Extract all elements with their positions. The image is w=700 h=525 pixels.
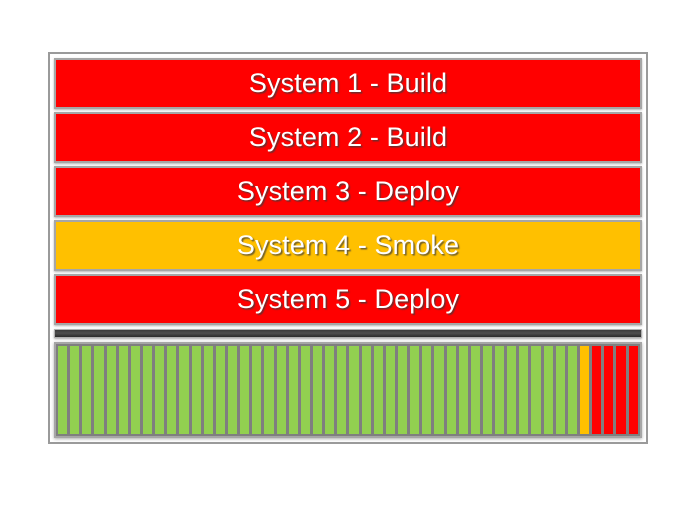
history-tick[interactable] (337, 346, 347, 434)
system-status-row[interactable]: System 3 - Deploy (54, 166, 642, 217)
history-tick[interactable] (264, 346, 274, 434)
history-tick[interactable] (361, 346, 371, 434)
history-tick[interactable] (179, 346, 189, 434)
history-tick[interactable] (410, 346, 420, 434)
history-tick[interactable] (191, 346, 201, 434)
history-tick[interactable] (470, 346, 480, 434)
history-tick[interactable] (373, 346, 383, 434)
system-status-label: System 5 - Deploy (236, 284, 460, 314)
history-tick[interactable] (325, 346, 335, 434)
history-tick[interactable] (106, 346, 116, 434)
history-tick[interactable] (604, 346, 614, 434)
system-status-label: System 2 - Build (248, 122, 448, 152)
history-tick[interactable] (300, 346, 310, 434)
history-tick[interactable] (167, 346, 177, 434)
system-status-label: System 1 - Build (248, 68, 448, 98)
history-tick[interactable] (555, 346, 565, 434)
history-tick[interactable] (616, 346, 626, 434)
system-status-row[interactable]: System 4 - Smoke (54, 220, 642, 271)
history-tick[interactable] (240, 346, 250, 434)
history-tick[interactable] (507, 346, 517, 434)
history-tick[interactable] (58, 346, 68, 434)
history-tick[interactable] (118, 346, 128, 434)
history-tick[interactable] (70, 346, 80, 434)
system-status-row[interactable]: System 5 - Deploy (54, 274, 642, 325)
history-tick[interactable] (312, 346, 323, 434)
history-tick[interactable] (252, 346, 262, 434)
history-tick[interactable] (227, 346, 238, 434)
history-tick[interactable] (349, 346, 359, 434)
history-tick[interactable] (385, 346, 395, 434)
history-tick[interactable] (567, 346, 578, 434)
system-status-row[interactable]: System 2 - Build (54, 112, 642, 163)
build-history-strip (54, 342, 642, 438)
history-tick[interactable] (628, 346, 638, 434)
history-tick[interactable] (592, 346, 602, 434)
system-status-label: System 4 - Smoke (236, 230, 460, 260)
system-status-row[interactable]: System 1 - Build (54, 58, 642, 109)
history-tick[interactable] (422, 346, 432, 434)
section-separator-rail (54, 329, 642, 338)
history-tick[interactable] (94, 346, 104, 434)
history-tick[interactable] (531, 346, 541, 434)
history-tick[interactable] (458, 346, 468, 434)
history-tick[interactable] (434, 346, 444, 434)
history-tick[interactable] (203, 346, 213, 434)
history-tick[interactable] (519, 346, 529, 434)
history-tick[interactable] (446, 346, 456, 434)
history-tick[interactable] (130, 346, 140, 434)
history-tick[interactable] (142, 346, 153, 434)
history-tick[interactable] (155, 346, 165, 434)
history-tick[interactable] (288, 346, 298, 434)
history-tick[interactable] (397, 346, 408, 434)
history-tick[interactable] (82, 346, 92, 434)
history-tick[interactable] (482, 346, 493, 434)
history-tick[interactable] (495, 346, 505, 434)
history-tick[interactable] (580, 346, 590, 434)
history-tick[interactable] (215, 346, 225, 434)
history-tick[interactable] (276, 346, 286, 434)
system-status-label: System 3 - Deploy (236, 176, 460, 206)
history-tick[interactable] (543, 346, 553, 434)
